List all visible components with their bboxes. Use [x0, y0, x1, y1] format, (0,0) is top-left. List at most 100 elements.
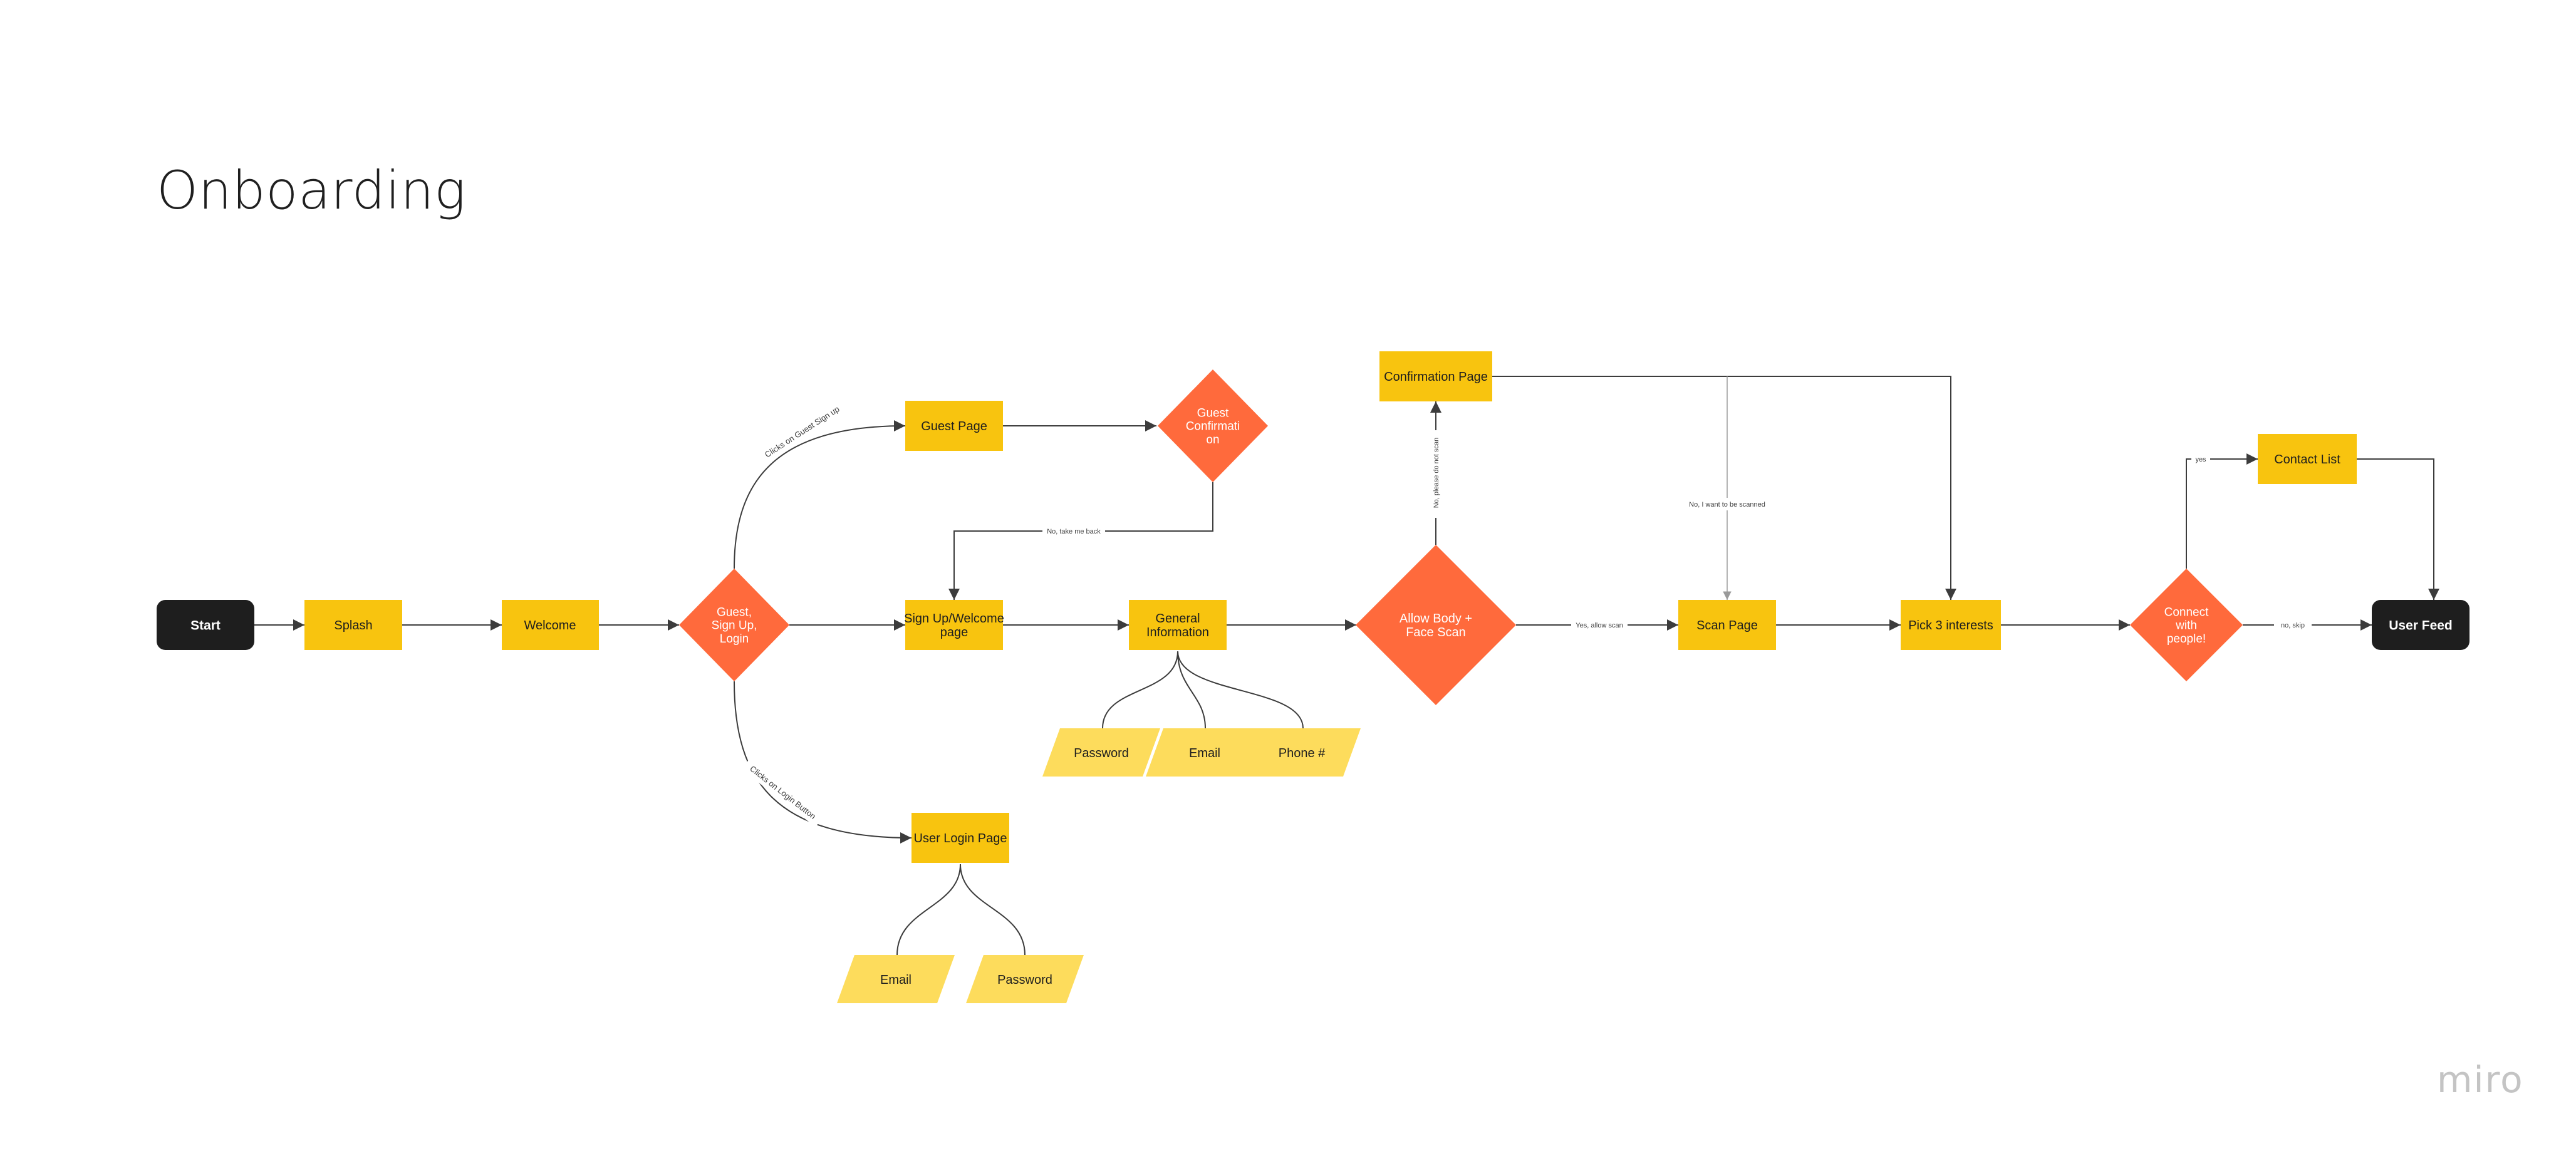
node-label-line: page [940, 626, 969, 639]
node-splash[interactable]: Splash [304, 600, 402, 650]
edge-label-bg [1042, 525, 1105, 537]
edge-general-phone [1177, 651, 1304, 729]
node-label: Start [190, 618, 221, 632]
node-label: Allow Body +Face Scan [1400, 612, 1472, 639]
edge-label-yes: yes [2195, 456, 2206, 463]
edge-label-no-not-scan: No, please do not scan [1433, 438, 1440, 508]
node-confirmation-page[interactable]: Confirmation Page [1379, 351, 1492, 401]
node-label-line: User Feed [2389, 618, 2453, 632]
node-gi-phone-input[interactable]: Phone # [1243, 728, 1361, 777]
edge-general-password [1102, 651, 1178, 729]
node-label-line: Welcome [524, 619, 576, 632]
edge-label-no-skip: no, skip [2281, 622, 2305, 629]
node-label-line: Connect [2164, 606, 2209, 619]
node-label-line: Information [1146, 626, 1209, 639]
node-label: Confirmation Page [1384, 370, 1488, 384]
node-label: Phone # [1279, 746, 1326, 760]
node-contact-list[interactable]: Contact List [2258, 434, 2357, 484]
node-label-line: Pick 3 interests [1908, 619, 1993, 632]
node-label-line: Email [880, 973, 911, 987]
node-allow-scan-decision[interactable]: Allow Body +Face Scan [1356, 545, 1516, 705]
node-label-line: with [2175, 619, 2197, 632]
edge-label-take-me-back: No, take me back [1047, 528, 1101, 535]
edge-label-clicks-guest-signup: Clicks on Guest Sign up [763, 404, 841, 459]
node-label-line: Scan Page [1696, 619, 1758, 632]
edge-contact-feed [2357, 458, 2439, 600]
node-label-line: Confirmati [1186, 420, 1240, 433]
edge-label-bg [2191, 453, 2210, 465]
node-label: Contact List [2274, 453, 2340, 467]
edge-label-bg [756, 398, 848, 465]
edge-label-bg [1571, 619, 1628, 631]
edge-label-want-scanned: No, I want to be scanned [1689, 501, 1765, 508]
node-label: Guest Page [921, 420, 987, 433]
edge-label-bg [2274, 619, 2312, 631]
node-user-feed[interactable]: User Feed [2372, 600, 2470, 650]
node-label-line: Password [997, 973, 1052, 987]
node-label: Password [997, 973, 1052, 987]
edge-label-clicks-login: Clicks on Login Button [748, 764, 818, 821]
node-label: User Login Page [914, 832, 1007, 845]
edge-confirmation-back [948, 482, 1213, 600]
edge-label-yes-allow-scan: Yes, allow scan [1576, 622, 1623, 629]
node-start[interactable]: Start [157, 600, 254, 650]
node-label-line: User Login Page [914, 832, 1007, 845]
node-label-line: Password [1074, 746, 1129, 760]
node-label: Pick 3 interests [1908, 619, 1993, 632]
node-guest-page[interactable]: Guest Page [905, 401, 1003, 451]
node-label-line: Guest [1197, 406, 1229, 420]
edge-general-email [1177, 651, 1206, 729]
edge-confirmation-interests [1492, 376, 1956, 600]
edge-label-bg [1430, 430, 1442, 518]
node-label-line: Email [1189, 746, 1220, 760]
edge-login-email [896, 864, 961, 956]
node-label-line: people! [2167, 632, 2206, 646]
node-label-line: Sign Up, [712, 619, 757, 632]
node-scan-page[interactable]: Scan Page [1678, 600, 1776, 650]
node-label-line: Login [720, 632, 749, 646]
edge-decision-login [734, 681, 912, 844]
node-label: Welcome [524, 619, 576, 632]
node-gi-password-input[interactable]: Password [1042, 728, 1160, 777]
node-label: Password [1074, 746, 1129, 760]
node-label-line: Confirmation Page [1384, 370, 1488, 384]
node-label: Splash [334, 619, 372, 632]
edge-login-password [960, 864, 1026, 956]
node-guest-signup-login-decision[interactable]: Guest,Sign Up,Login [679, 569, 789, 681]
edge-label-bg [741, 757, 825, 827]
node-label: Email [880, 973, 911, 987]
edge-connect-contact [2186, 453, 2258, 569]
node-login-email-input[interactable]: Email [837, 955, 955, 1003]
node-label-line: General [1155, 612, 1200, 626]
node-label: Guest,Sign Up,Login [712, 606, 757, 646]
node-label-line: Guest, [717, 606, 752, 619]
node-label-line: Contact List [2274, 453, 2340, 467]
node-label-line: Phone # [1279, 746, 1326, 760]
node-gi-email-input[interactable]: Email [1146, 728, 1264, 777]
node-label-line: Start [190, 618, 221, 632]
node-label: Scan Page [1696, 619, 1758, 632]
node-pick-interests[interactable]: Pick 3 interests [1901, 600, 2001, 650]
node-login-password-input[interactable]: Password [966, 955, 1084, 1003]
node-label-line: Face Scan [1406, 626, 1466, 639]
node-label: Email [1189, 746, 1220, 760]
page-title: Onboarding [157, 160, 466, 221]
node-label-line: on [1206, 433, 1219, 446]
edge-label-bg [1685, 498, 1770, 510]
node-welcome[interactable]: Welcome [502, 600, 599, 650]
node-label-line: Allow Body + [1400, 612, 1472, 626]
node-label-line: Guest Page [921, 420, 987, 433]
node-user-login[interactable]: User Login Page [911, 813, 1009, 863]
brand-logo: miro [2437, 1058, 2524, 1101]
node-label: User Feed [2389, 618, 2453, 632]
node-label-line: Sign Up/Welcome [904, 612, 1004, 626]
